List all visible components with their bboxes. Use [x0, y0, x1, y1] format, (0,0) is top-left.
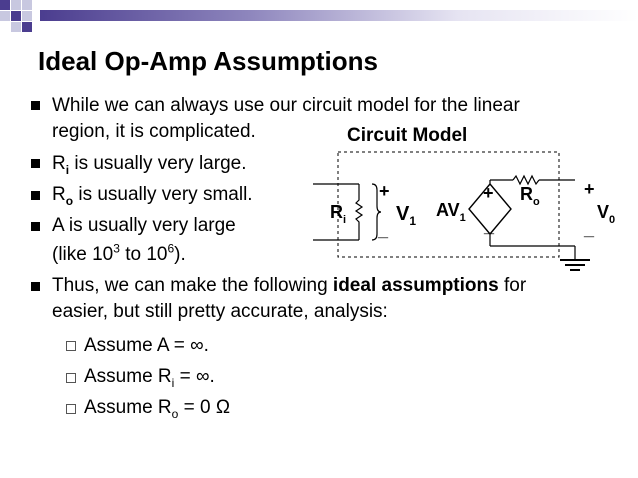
- subbullet-checkbox-marker: [66, 341, 76, 351]
- subbullet-2: Assume Ri = ∞.: [84, 366, 215, 390]
- exponent: 6: [167, 241, 175, 256]
- header-square: [11, 11, 21, 21]
- ri-symbol: R: [52, 153, 66, 174]
- bullet-3-text: is usually very small.: [73, 184, 253, 205]
- subbullet-3-text-b: = 0 Ω: [178, 397, 231, 418]
- v0-label: V0: [597, 202, 615, 226]
- source-label: AV1: [436, 200, 466, 224]
- ideal-assumptions-bold: ideal assumptions: [332, 275, 499, 296]
- bullet-4-text-c: ).: [174, 244, 186, 265]
- bullet-4-line-1: A is usually very large: [52, 215, 236, 236]
- circuit-model-title: Circuit Model: [347, 125, 468, 146]
- ri-subscript: i: [65, 162, 70, 177]
- bullet-4-line-2: (like 103 to 106).: [52, 241, 186, 266]
- ro-subscript: o: [171, 406, 179, 421]
- bullet-marker: [31, 282, 40, 291]
- v0-plus: +: [584, 179, 595, 199]
- exponent: 3: [113, 241, 120, 256]
- bullet-4-text-a: (like 10: [52, 244, 114, 265]
- v1-brace: [371, 183, 382, 241]
- subbullet-2-text-b: = ∞.: [174, 366, 215, 387]
- v1-minus: _: [377, 220, 389, 240]
- v1-label: V1: [396, 203, 416, 228]
- subbullet-3: Assume Ro = 0 Ω: [84, 397, 231, 421]
- ri-subscript: i: [171, 375, 175, 390]
- bullet-1-line-2: region, it is complicated.: [52, 121, 256, 142]
- bullet-5-text-a: Thus, we can make the following: [52, 275, 333, 296]
- ro-subscript: o: [65, 193, 74, 208]
- header-gradient-bar: [40, 10, 638, 21]
- bullet-2: Ri is usually very large.: [52, 153, 247, 177]
- header-square: [11, 0, 21, 10]
- bullet-5-line-2: easier, but still pretty accurate, analy…: [52, 301, 388, 322]
- header-square: [22, 11, 32, 21]
- ro-label: Ro: [520, 184, 540, 208]
- bullet-marker: [31, 191, 40, 200]
- v0-minus: _: [583, 219, 595, 239]
- subbullet-1: Assume A = ∞.: [84, 335, 209, 357]
- source-plus: +: [483, 183, 494, 203]
- subbullet-1-text: Assume A = ∞.: [84, 335, 209, 356]
- bullet-3: Ro is usually very small.: [52, 184, 253, 208]
- header-decoration: [0, 0, 638, 40]
- ro-resistor: [512, 174, 540, 186]
- header-square: [22, 22, 32, 32]
- subbullet-checkbox-marker: [66, 404, 76, 414]
- bullet-marker: [31, 222, 40, 231]
- bullet-2-text: is usually very large.: [69, 153, 247, 174]
- header-square: [0, 11, 10, 21]
- bullet-5-line-1: Thus, we can make the following ideal as…: [52, 275, 526, 297]
- bullet-1-line-1: While we can always use our circuit mode…: [52, 95, 520, 116]
- ri-resistor: [354, 184, 364, 240]
- subbullet-3-text-a: Assume R: [84, 397, 172, 418]
- header-square: [0, 0, 10, 10]
- subbullet-checkbox-marker: [66, 373, 76, 383]
- ro-symbol: R: [52, 184, 66, 205]
- ri-label: Ri: [330, 202, 346, 226]
- slide-title: Ideal Op-Amp Assumptions: [38, 46, 378, 76]
- bullet-marker: [31, 101, 40, 110]
- circuit-boundary: [337, 151, 560, 258]
- v1-plus: +: [379, 181, 390, 201]
- bullet-5-text-b: for: [498, 275, 527, 296]
- header-square: [11, 22, 21, 32]
- bullet-4-text-b: to 10: [119, 244, 168, 265]
- header-square: [22, 0, 32, 10]
- source-minus: _: [483, 216, 495, 236]
- subbullet-2-text-a: Assume R: [84, 366, 172, 387]
- bullet-marker: [31, 159, 40, 168]
